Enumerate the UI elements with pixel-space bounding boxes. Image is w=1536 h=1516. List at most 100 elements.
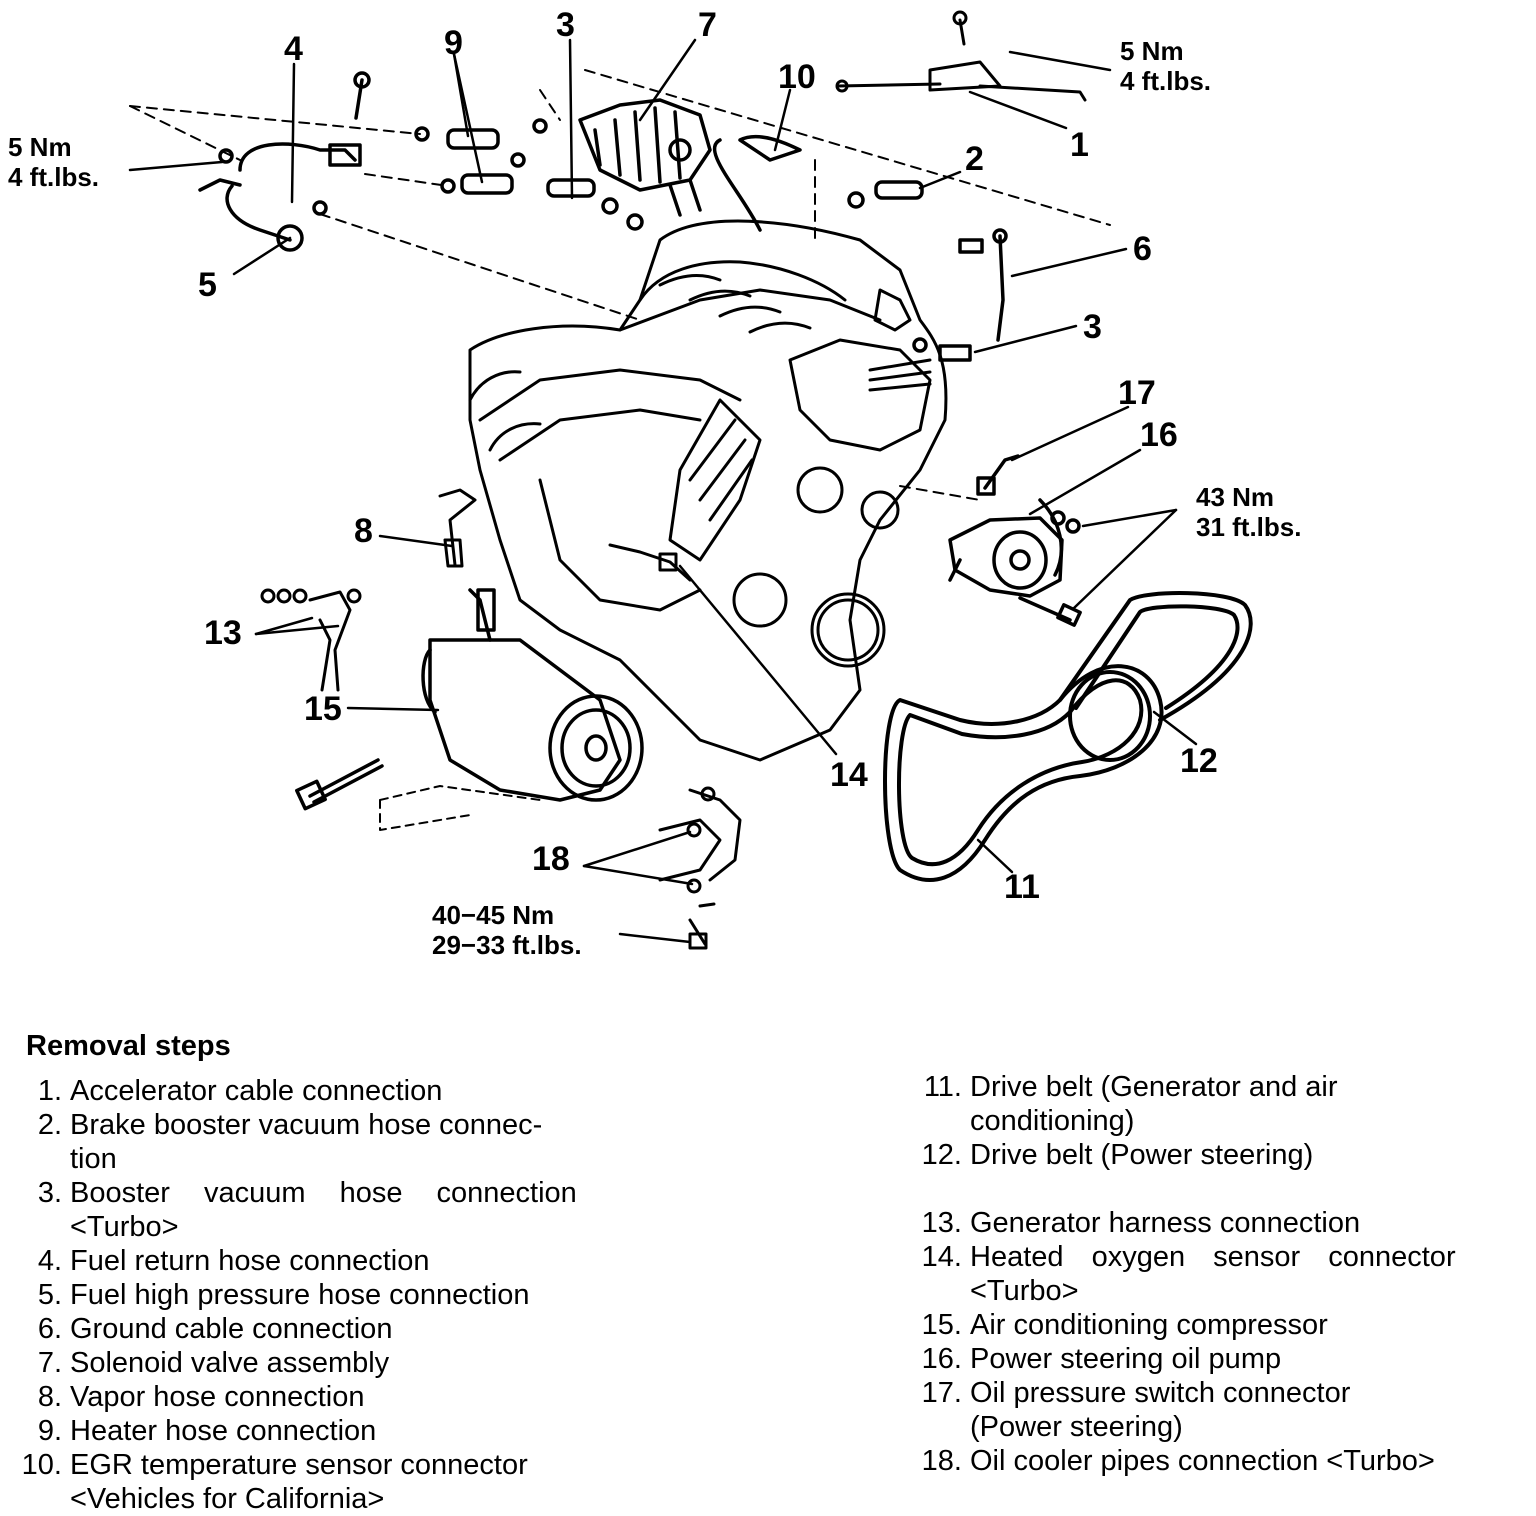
step-number: 4. [37, 1245, 62, 1277]
step-number: 12. [921, 1139, 962, 1171]
step-text-continued: <Turbo> [970, 1275, 1079, 1307]
step-number: 5. [37, 1279, 62, 1311]
torque-nm: 5 Nm [8, 132, 72, 162]
callout-3-top: 3 [556, 6, 575, 44]
leader-18b [582, 864, 694, 886]
leader-43nm-a [1081, 508, 1178, 528]
torque-nm: 40−45 Nm [432, 900, 555, 930]
step-text: Solenoid valve assembly [70, 1347, 390, 1379]
step-text: Fuel high pressure hose connection [70, 1279, 530, 1311]
leader-3-right [973, 324, 1078, 354]
callout-14: 14 [830, 756, 868, 794]
step-number: 3. [37, 1177, 62, 1209]
removal-step: 6.Ground cable connection [0, 1312, 640, 1346]
leader-9b [452, 52, 484, 184]
leader-lines [128, 38, 1198, 944]
step-text: Power steering oil pump [970, 1343, 1282, 1375]
removal-step: 1.Accelerator cable connection [0, 1074, 640, 1108]
leader-2 [918, 170, 962, 190]
engine-illustration [128, 10, 1253, 950]
power-steering-pump [948, 454, 1082, 627]
step-number: 13. [921, 1207, 962, 1239]
step-text: Air conditioning compressor [970, 1309, 1328, 1341]
step-text: Heater hose connection [70, 1415, 377, 1447]
step-text: Heated oxygen sensor connector [970, 1241, 1456, 1273]
leader-8 [378, 534, 454, 548]
step-text: Vapor hose connection [70, 1381, 365, 1413]
removal-step: 13.Generator harness connection [900, 1206, 1530, 1240]
callout-12: 12 [1180, 742, 1218, 780]
callout-17: 17 [1118, 374, 1156, 412]
callout-9: 9 [444, 24, 463, 62]
removal-steps-left-list: 1.Accelerator cable connection 2.Brake b… [0, 1074, 640, 1516]
step-number: 10. [21, 1449, 62, 1481]
step-number: 7. [37, 1347, 62, 1379]
torque-spec-bottom: 40−45 Nm 29−33 ft.lbs. [432, 900, 582, 960]
torque-spec-top-right: 5 Nm 4 ft.lbs. [1120, 36, 1211, 96]
top-right-cable [835, 10, 1087, 102]
removal-step: 15.Air conditioning compressor [900, 1308, 1530, 1342]
oxygen-sensor-and-oil-cooler [608, 543, 742, 950]
engine-block-outline [468, 219, 948, 762]
step-text: EGR temperature sensor connector [70, 1449, 528, 1481]
callout-7: 7 [698, 6, 717, 44]
step-text: Booster vacuum hose connection [70, 1177, 577, 1209]
leader-40nm [618, 932, 692, 944]
step-text-continued: <Turbo> [70, 1211, 179, 1243]
torque-ftlbs: 29−33 ft.lbs. [432, 930, 582, 960]
step-number: 6. [37, 1313, 62, 1345]
callout-3-right: 3 [1083, 308, 1102, 346]
leader-7 [638, 38, 697, 122]
removal-step: 12.Drive belt (Power steering) [900, 1138, 1530, 1172]
removal-step: 3.Booster vacuum hose connection<Turbo> [0, 1176, 640, 1244]
step-number: 9. [37, 1415, 62, 1447]
step-text: Fuel return hose connection [70, 1245, 430, 1277]
removal-step: 2.Brake booster vacuum hose connec-tion [0, 1108, 640, 1176]
torque-ftlbs: 4 ft.lbs. [8, 162, 100, 192]
removal-step: 9.Heater hose connection [0, 1414, 640, 1448]
leader-17 [1010, 405, 1130, 462]
leader-16 [1028, 448, 1142, 516]
crank-pulley [732, 572, 886, 668]
step-number: 11. [923, 1071, 962, 1103]
leader-11 [976, 838, 1014, 874]
leader-13a [254, 616, 314, 636]
leader-12 [1152, 710, 1198, 746]
dashed-reference-lines [129, 69, 1111, 501]
step-text: Drive belt (Generator and air [970, 1071, 1338, 1103]
step-number: 15. [921, 1309, 962, 1341]
callout-1: 1 [1070, 126, 1089, 164]
callout-18: 18 [532, 840, 570, 878]
callout-5: 5 [198, 266, 217, 304]
leader-13b [254, 624, 340, 636]
step-number: 2. [37, 1109, 62, 1141]
removal-step: 4.Fuel return hose connection [0, 1244, 640, 1278]
removal-step: 16.Power steering oil pump [900, 1342, 1530, 1376]
top-left-hoses [198, 71, 644, 252]
drive-belts [883, 591, 1253, 882]
removal-steps-title: Removal steps [26, 1030, 231, 1062]
step-text: Drive belt (Power steering) [970, 1139, 1314, 1171]
leader-5 [232, 236, 292, 276]
removal-step: 17.Oil pressure switch connector(Power s… [900, 1376, 1530, 1444]
leader-43nm-b [1072, 508, 1178, 610]
removal-step: 7.Solenoid valve assembly [0, 1346, 640, 1380]
torque-spec-top-left: 5 Nm 4 ft.lbs. [8, 132, 99, 192]
leader-3-top [568, 38, 574, 200]
leader-14 [678, 564, 838, 756]
step-text-continued: <Vehicles for California> [70, 1483, 385, 1515]
step-text: Ground cable connection [70, 1313, 393, 1345]
step-number: 18. [921, 1445, 962, 1477]
step-text-continued: tion [70, 1143, 117, 1175]
leader-4 [290, 62, 296, 204]
step-text: Generator harness connection [970, 1207, 1361, 1239]
step-number: 14. [921, 1241, 962, 1273]
removal-step: 14.Heated oxygen sensor connector<Turbo> [900, 1240, 1530, 1308]
solenoid-valve-assembly [578, 98, 802, 232]
leader-6 [1010, 247, 1128, 278]
torque-ftlbs: 31 ft.lbs. [1196, 512, 1302, 542]
removal-step: 18.Oil cooler pipes connection <Turbo> [900, 1444, 1530, 1478]
